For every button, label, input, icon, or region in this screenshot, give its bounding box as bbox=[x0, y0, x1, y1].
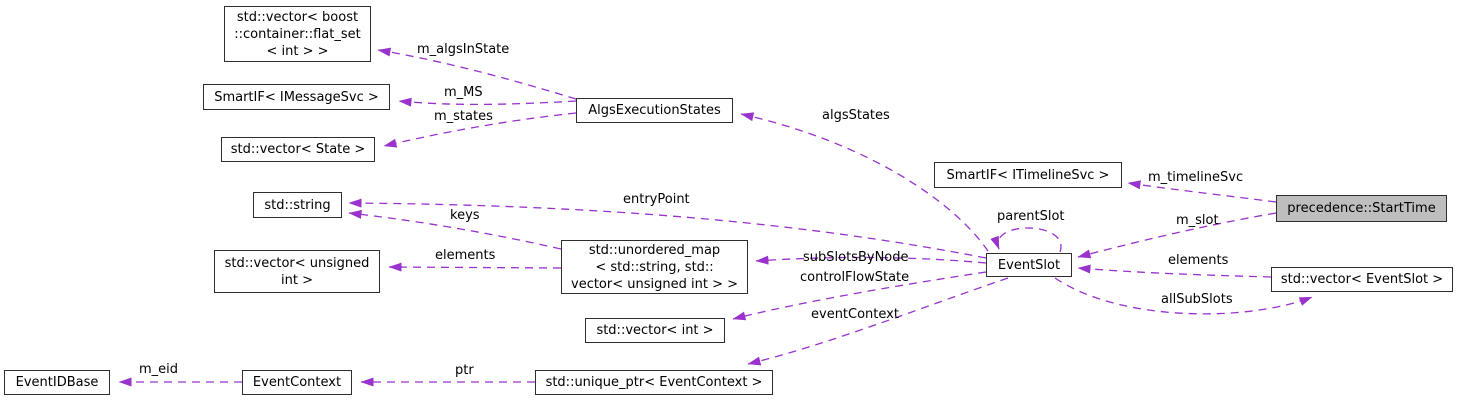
edge-label-entrypoint: entryPoint bbox=[623, 192, 690, 207]
node-label-line: std::vector< boost bbox=[236, 9, 359, 25]
edge-label-keys: keys bbox=[450, 208, 480, 223]
node-label-line: EventSlot bbox=[997, 257, 1061, 273]
node-label-line: std::unordered_map bbox=[588, 242, 721, 258]
edge-label-elements-right: elements bbox=[1168, 253, 1229, 268]
edge-label-m-timelinesvc: m_timelineSvc bbox=[1148, 170, 1244, 185]
node-algs-execution-states[interactable]: AlgsExecutionStates bbox=[576, 98, 733, 123]
edge-keys bbox=[348, 209, 562, 250]
edge-label-m-algsinstate: m_algsInState bbox=[417, 42, 510, 57]
node-label-line: < int > > bbox=[266, 43, 329, 59]
edge-label-m-states: m_states bbox=[434, 109, 493, 124]
edge-subslotsbynode bbox=[755, 255, 987, 265]
edge-m-timelinesvc bbox=[1127, 180, 1277, 203]
node-vector-state[interactable]: std::vector< State > bbox=[221, 137, 375, 162]
edge-entrypoint bbox=[348, 198, 987, 259]
node-label-line: std::vector< State > bbox=[230, 142, 366, 157]
edge-algsstates bbox=[740, 112, 989, 252]
node-vector-eventslot[interactable]: std::vector< EventSlot > bbox=[1271, 267, 1453, 292]
node-label-line: ::container::flat_set bbox=[234, 26, 361, 42]
edge-label-parentslot: parentSlot bbox=[997, 209, 1065, 224]
edge-label-algsstates: algsStates bbox=[822, 108, 890, 123]
edge-elements-left bbox=[388, 262, 562, 272]
node-label-line: SmartIF< IMessageSvc > bbox=[214, 89, 379, 105]
edge-label-ptr: ptr bbox=[455, 363, 474, 378]
node-label-line: EventIDBase bbox=[15, 375, 99, 390]
edge-parentslot bbox=[990, 227, 1062, 253]
node-smartif-itimelinesvc[interactable]: SmartIF< ITimelineSvc > bbox=[934, 162, 1122, 188]
node-label-line: std::string bbox=[264, 197, 331, 213]
node-vector-int[interactable]: std::vector< int > bbox=[585, 318, 725, 343]
edge-elements-right bbox=[1077, 264, 1272, 278]
edge-controlflowstate bbox=[732, 271, 987, 321]
node-label-line: precedence::StartTime bbox=[1287, 201, 1436, 216]
node-flat-set-vector[interactable]: std::vector< boost::container::flat_set<… bbox=[224, 6, 371, 62]
node-label-line: std::vector< unsigned bbox=[224, 255, 370, 271]
edge-label-controlflowstate: controlFlowState bbox=[800, 270, 910, 285]
edge-eventcontext bbox=[747, 277, 1009, 366]
node-precedence-starttime: precedence::StartTime bbox=[1276, 195, 1447, 222]
node-unordered-map[interactable]: std::unordered_map< std::string, std::ve… bbox=[561, 240, 748, 294]
node-smartif-imessagesvc[interactable]: SmartIF< IMessageSvc > bbox=[203, 84, 390, 110]
node-label-line: std::vector< EventSlot > bbox=[1280, 272, 1444, 287]
node-label-line: std::unique_ptr< EventContext > bbox=[545, 375, 763, 390]
edge-label-m-eid: m_eid bbox=[139, 362, 179, 377]
edge-label-elements-left: elements bbox=[435, 248, 496, 263]
node-event-id-base[interactable]: EventIDBase bbox=[4, 370, 110, 395]
edge-label-subslotsbynode: subSlotsByNode bbox=[803, 250, 909, 265]
node-unique-ptr-eventcontext[interactable]: std::unique_ptr< EventContext > bbox=[535, 370, 773, 395]
node-event-context[interactable]: EventContext bbox=[242, 370, 352, 395]
edge-label-m-ms: m_MS bbox=[444, 85, 483, 100]
node-event-slot[interactable]: EventSlot bbox=[986, 253, 1072, 277]
node-label-line: std::vector< int > bbox=[596, 323, 714, 338]
node-label-line: vector< unsigned int > > bbox=[571, 276, 738, 292]
node-label-line: < std::string, std:: bbox=[595, 259, 714, 275]
node-label-line: AlgsExecutionStates bbox=[588, 103, 721, 118]
node-std-string[interactable]: std::string bbox=[253, 192, 342, 218]
node-label-line: int > bbox=[281, 272, 313, 288]
edge-allsubslots bbox=[1054, 277, 1313, 315]
edge-label-allsubslots: allSubSlots bbox=[1161, 292, 1233, 307]
node-label-line: EventContext bbox=[252, 375, 342, 390]
edge-label-m-slot: m_slot bbox=[1176, 213, 1219, 228]
node-label-line: SmartIF< ITimelineSvc > bbox=[946, 167, 1110, 183]
edge-label-eventcontext: eventContext bbox=[811, 307, 899, 322]
edge-m-ms bbox=[398, 97, 577, 107]
